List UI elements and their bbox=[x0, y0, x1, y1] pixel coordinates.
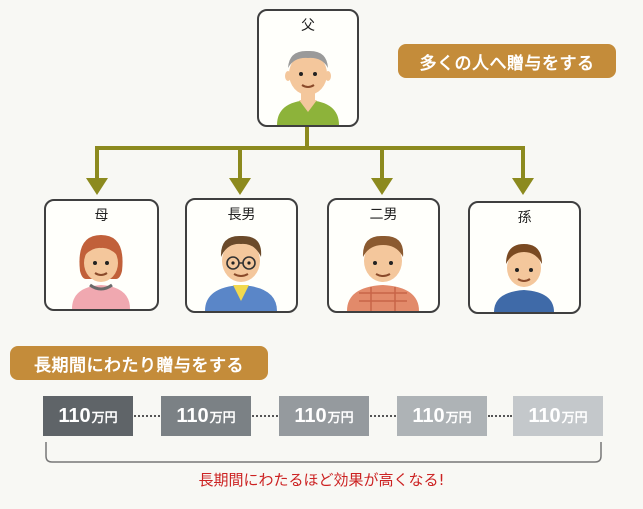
dotted-connector bbox=[134, 415, 160, 417]
amount-value: 110 bbox=[528, 404, 561, 427]
long-period-badge: 長期間にわたり贈与をする bbox=[10, 346, 268, 380]
amount-unit: 万円 bbox=[445, 409, 472, 425]
amount-value: 110 bbox=[58, 404, 91, 427]
grandchild-label: 孫 bbox=[517, 210, 532, 226]
grandchild-card: 孫 bbox=[468, 201, 581, 314]
grandchild-illustration bbox=[494, 244, 554, 312]
amount-unit: 万円 bbox=[209, 409, 236, 425]
second-son-illustration bbox=[347, 235, 419, 311]
father-card: 父 bbox=[257, 9, 359, 127]
mother-label: 母 bbox=[94, 208, 109, 224]
mother-illustration bbox=[72, 235, 130, 309]
eldest-son-illustration bbox=[205, 235, 277, 311]
amount-unit: 万円 bbox=[561, 409, 588, 425]
father-label: 父 bbox=[301, 18, 315, 34]
effect-note: 長期間にわたるほど効果が高くなる! bbox=[198, 471, 445, 489]
amount-value: 110 bbox=[294, 404, 327, 427]
amount-value: 110 bbox=[412, 404, 445, 427]
eldest-son-card: 長男 bbox=[185, 198, 298, 313]
second-son-card: 二男 bbox=[327, 198, 440, 313]
mother-card: 母 bbox=[44, 199, 159, 311]
amount-value: 110 bbox=[176, 404, 209, 427]
second-son-label: 二男 bbox=[369, 207, 398, 223]
father-illustration bbox=[277, 50, 339, 125]
dotted-connector bbox=[370, 415, 396, 417]
dotted-connector bbox=[252, 415, 278, 417]
dotted-connector bbox=[488, 415, 512, 417]
many-people-badge: 多くの人へ贈与をする bbox=[398, 44, 616, 78]
amount-unit: 万円 bbox=[327, 409, 354, 425]
amount-unit: 万円 bbox=[91, 409, 118, 425]
eldest-son-label: 長男 bbox=[227, 207, 256, 223]
